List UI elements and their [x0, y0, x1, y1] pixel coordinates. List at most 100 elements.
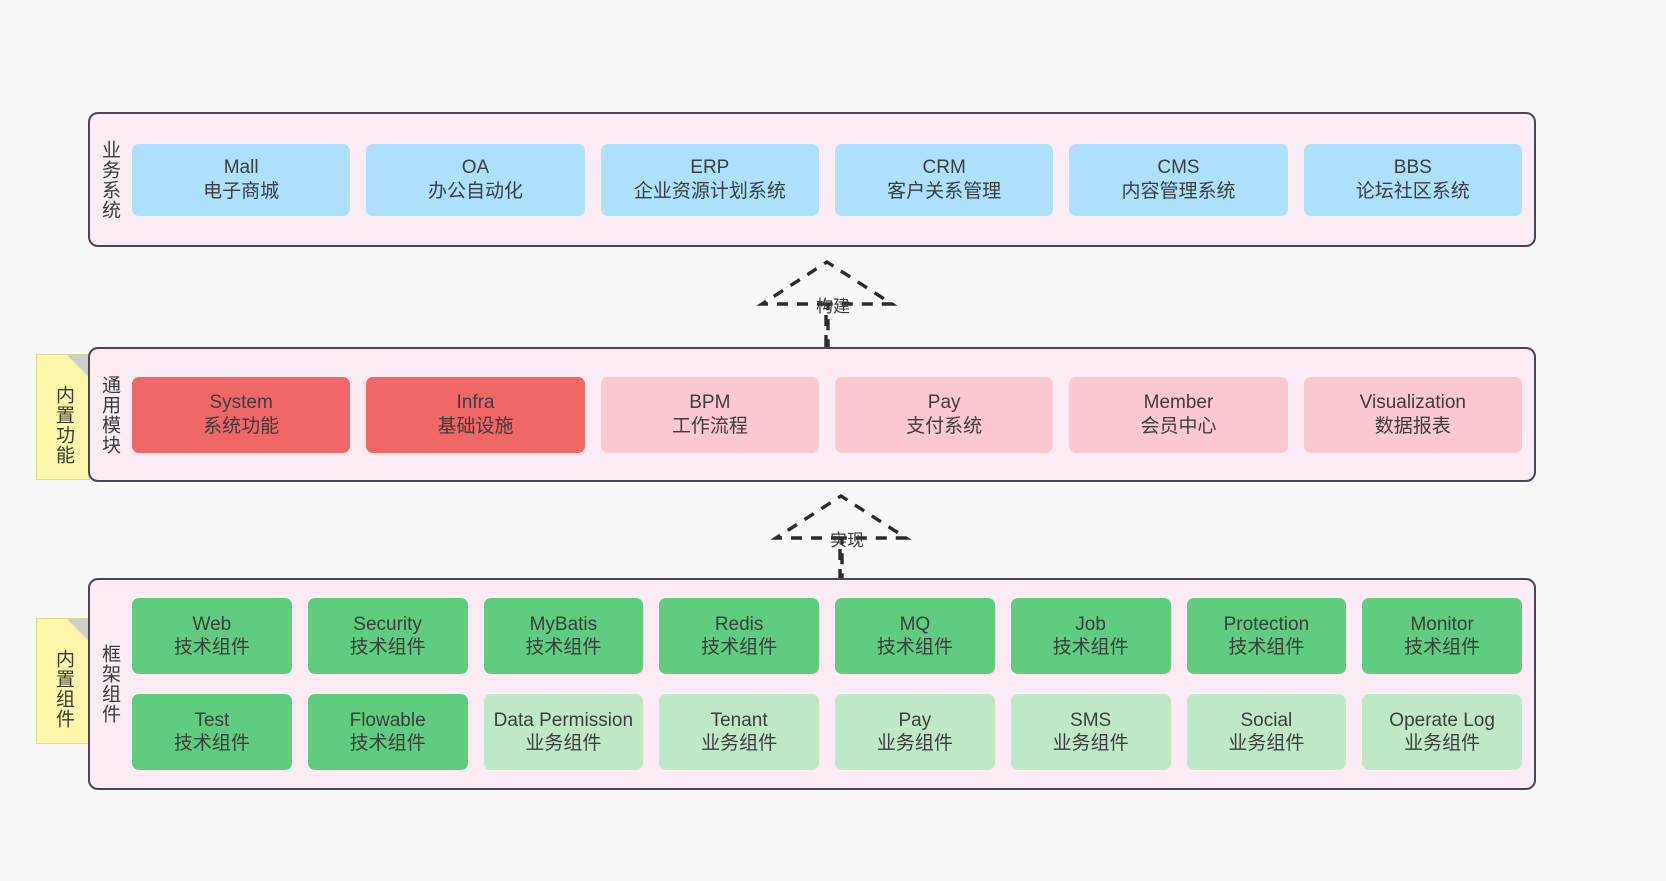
card-title: Operate Log [1389, 709, 1495, 731]
card-visualization[interactable]: Visualization 数据报表 [1303, 376, 1522, 453]
card-subtitle: 技术组件 [701, 637, 778, 658]
card-tenant[interactable]: Tenant 业务组件 [659, 694, 819, 770]
card-member[interactable]: Member 会员中心 [1069, 376, 1288, 453]
connector-build [752, 258, 912, 348]
card-title: Redis [714, 613, 764, 635]
layer-body-business-systems: Mall 电子商城 OA 办公自动化 ERP 企业资源计划系统 CRM 客户关系… [128, 114, 1534, 245]
card-title: Mall [223, 157, 259, 179]
card-system[interactable]: System 系统功能 [132, 376, 351, 453]
card-erp[interactable]: ERP 企业资源计划系统 [600, 143, 819, 216]
card-title: Visualization [1359, 392, 1466, 414]
note-builtin-components: 内置组件 [36, 618, 90, 744]
card-sms[interactable]: SMS 业务组件 [1010, 694, 1171, 770]
card-subtitle: 技术组件 [1228, 637, 1305, 658]
layer-body-common-modules: System 系统功能 Infra 基础设施 BPM 工作流程 Pay 支付系统… [128, 349, 1534, 480]
card-title: Flowable [349, 709, 426, 731]
card-title: Monitor [1410, 613, 1474, 635]
card-pay[interactable]: Pay 支付系统 [834, 376, 1054, 453]
card-web[interactable]: Web 技术组件 [132, 598, 292, 674]
card-job[interactable]: Job 技术组件 [1010, 598, 1171, 674]
card-title: SMS [1070, 709, 1112, 731]
card-social[interactable]: Social 业务组件 [1186, 694, 1347, 770]
card-protection[interactable]: Protection 技术组件 [1186, 598, 1347, 674]
card-subtitle: 系统功能 [203, 415, 280, 437]
card-crm[interactable]: CRM 客户关系管理 [834, 143, 1054, 216]
layer-title-framework-components: 框架组件 [99, 644, 121, 724]
card-subtitle: 技术组件 [173, 733, 250, 754]
card-mybatis[interactable]: MyBatis 技术组件 [483, 598, 644, 674]
card-test[interactable]: Test 技术组件 [132, 694, 292, 770]
card-subtitle: 业务组件 [1404, 733, 1481, 754]
card-pay-business[interactable]: Pay 业务组件 [835, 694, 995, 770]
note-fold-corner-icon [67, 619, 89, 641]
card-subtitle: 业务组件 [1052, 733, 1129, 754]
connector-build-label: 构建 [816, 297, 850, 316]
generalization-arrow-icon [756, 259, 898, 348]
card-operate-log[interactable]: Operate Log 业务组件 [1362, 694, 1522, 770]
card-subtitle: 技术组件 [525, 637, 602, 658]
card-subtitle: 基础设施 [437, 415, 514, 437]
card-subtitle: 企业资源计划系统 [633, 180, 786, 202]
card-flowable[interactable]: Flowable 技术组件 [307, 694, 468, 770]
card-title: MyBatis [529, 613, 598, 635]
note-builtin-features: 内置功能 [36, 354, 90, 480]
card-oa[interactable]: OA 办公自动化 [366, 143, 585, 216]
card-row: Web 技术组件 Security 技术组件 MyBatis 技术组件 Redi… [132, 598, 1522, 674]
layer-business-systems[interactable]: 业务系统 Mall 电子商城 OA 办公自动化 ERP 企业资源计划系统 CRM… [88, 112, 1536, 247]
card-title: MQ [899, 613, 931, 635]
card-bbs[interactable]: BBS 论坛社区系统 [1303, 143, 1522, 216]
card-title: Job [1075, 613, 1106, 635]
card-subtitle: 数据报表 [1374, 415, 1451, 437]
card-title: Test [194, 709, 230, 731]
card-subtitle: 技术组件 [349, 637, 426, 658]
card-subtitle: 业务组件 [525, 733, 602, 754]
card-title: Pay [898, 709, 932, 731]
card-title: Web [192, 613, 232, 635]
card-subtitle: 电子商城 [203, 180, 280, 202]
card-infra[interactable]: Infra 基础设施 [366, 376, 585, 453]
card-security[interactable]: Security 技术组件 [307, 598, 468, 674]
card-subtitle: 论坛社区系统 [1355, 180, 1470, 202]
card-row: Test 技术组件 Flowable 技术组件 Data Permission … [132, 694, 1522, 770]
note-label: 内置组件 [53, 649, 75, 729]
card-subtitle: 客户关系管理 [887, 180, 1002, 202]
card-subtitle: 业务组件 [701, 733, 778, 754]
card-title: CRM [922, 157, 966, 179]
layer-framework-components[interactable]: 框架组件 Web 技术组件 Security 技术组件 MyBatis 技术组件… [88, 578, 1536, 790]
card-data-permission[interactable]: Data Permission 业务组件 [483, 694, 644, 770]
card-row: Mall 电子商城 OA 办公自动化 ERP 企业资源计划系统 CRM 客户关系… [132, 143, 1522, 216]
note-label: 内置功能 [53, 385, 75, 465]
card-subtitle: 业务组件 [1228, 733, 1305, 754]
card-row: System 系统功能 Infra 基础设施 BPM 工作流程 Pay 支付系统… [132, 376, 1522, 453]
card-mall[interactable]: Mall 电子商城 [132, 143, 351, 216]
connector-implement-label: 实现 [830, 531, 864, 550]
card-subtitle: 支付系统 [906, 415, 983, 437]
layer-title-common-modules: 通用模块 [99, 374, 121, 455]
card-title: Member [1143, 392, 1214, 414]
card-redis[interactable]: Redis 技术组件 [659, 598, 819, 674]
card-subtitle: 业务组件 [876, 733, 953, 754]
card-subtitle: 技术组件 [1052, 637, 1129, 658]
card-title: BBS [1393, 157, 1432, 179]
card-title: System [209, 392, 273, 414]
card-title: Protection [1223, 613, 1310, 635]
card-monitor[interactable]: Monitor 技术组件 [1362, 598, 1522, 674]
card-title: Tenant [710, 709, 768, 731]
card-subtitle: 技术组件 [1404, 637, 1481, 658]
card-title: Pay [927, 392, 961, 414]
card-subtitle: 技术组件 [876, 637, 953, 658]
layer-common-modules[interactable]: 通用模块 System 系统功能 Infra 基础设施 BPM 工作流程 Pay… [88, 347, 1536, 482]
card-title: Security [353, 613, 422, 635]
card-title: Data Permission [493, 709, 634, 731]
card-cms[interactable]: CMS 内容管理系统 [1069, 143, 1288, 216]
card-title: BPM [689, 392, 731, 414]
card-subtitle: 会员中心 [1140, 415, 1217, 437]
card-mq[interactable]: MQ 技术组件 [835, 598, 995, 674]
connector-implement [766, 492, 926, 582]
card-title: OA [461, 157, 490, 179]
card-subtitle: 办公自动化 [427, 180, 523, 202]
card-subtitle: 工作流程 [671, 415, 748, 437]
card-title: ERP [690, 157, 730, 179]
card-bpm[interactable]: BPM 工作流程 [600, 376, 819, 453]
